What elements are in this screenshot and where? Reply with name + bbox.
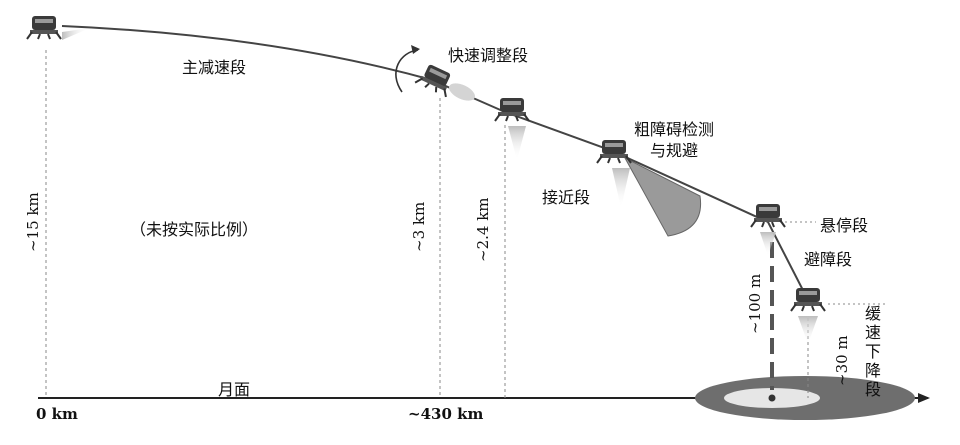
plume: [798, 316, 818, 344]
plume: [612, 168, 630, 208]
label-hover: 悬停段: [820, 216, 869, 235]
landing-point: [768, 394, 776, 402]
altitude-3km-label: ~3 km: [410, 201, 428, 252]
altitude-2.4km-label: ~2.4 km: [474, 197, 492, 262]
label-coarse-avoidance-2: 与规避: [650, 141, 699, 160]
label-fast-adjustment: 快速调整段: [448, 46, 529, 65]
label-coarse-avoidance-1: 粗障碍检测: [634, 120, 715, 139]
label-obstacle-avoidance: 避障段: [804, 250, 853, 269]
distance-start-label: 0 km: [36, 405, 78, 423]
altitude-30m-label: ~30 m: [833, 335, 851, 386]
detection-cone: [623, 156, 702, 237]
lander-icon: [494, 97, 530, 122]
lander-icon: [414, 60, 457, 98]
plume: [508, 126, 526, 160]
lander-icon: [26, 15, 62, 40]
label-main-deceleration: 主减速段: [182, 58, 247, 77]
axis-arrow-icon: [918, 393, 930, 403]
label-slow-descent: 缓速下降段: [864, 304, 881, 399]
plume: [760, 232, 776, 256]
label-approach: 接近段: [542, 188, 591, 207]
distance-end-label: ~430 km: [408, 405, 484, 423]
plume: [448, 83, 476, 101]
altitude-100m-label: ~100 m: [746, 273, 764, 334]
main-deceleration-trajectory: [61, 25, 433, 81]
rotation-arrowhead-icon: [411, 45, 420, 54]
plume: [62, 28, 90, 40]
lander-icon: [790, 287, 826, 312]
altitude-15km-label: ~15 km: [24, 192, 42, 252]
not-to-scale-note: （未按实际比例）: [130, 220, 259, 239]
surface-label: 月面: [218, 380, 251, 399]
